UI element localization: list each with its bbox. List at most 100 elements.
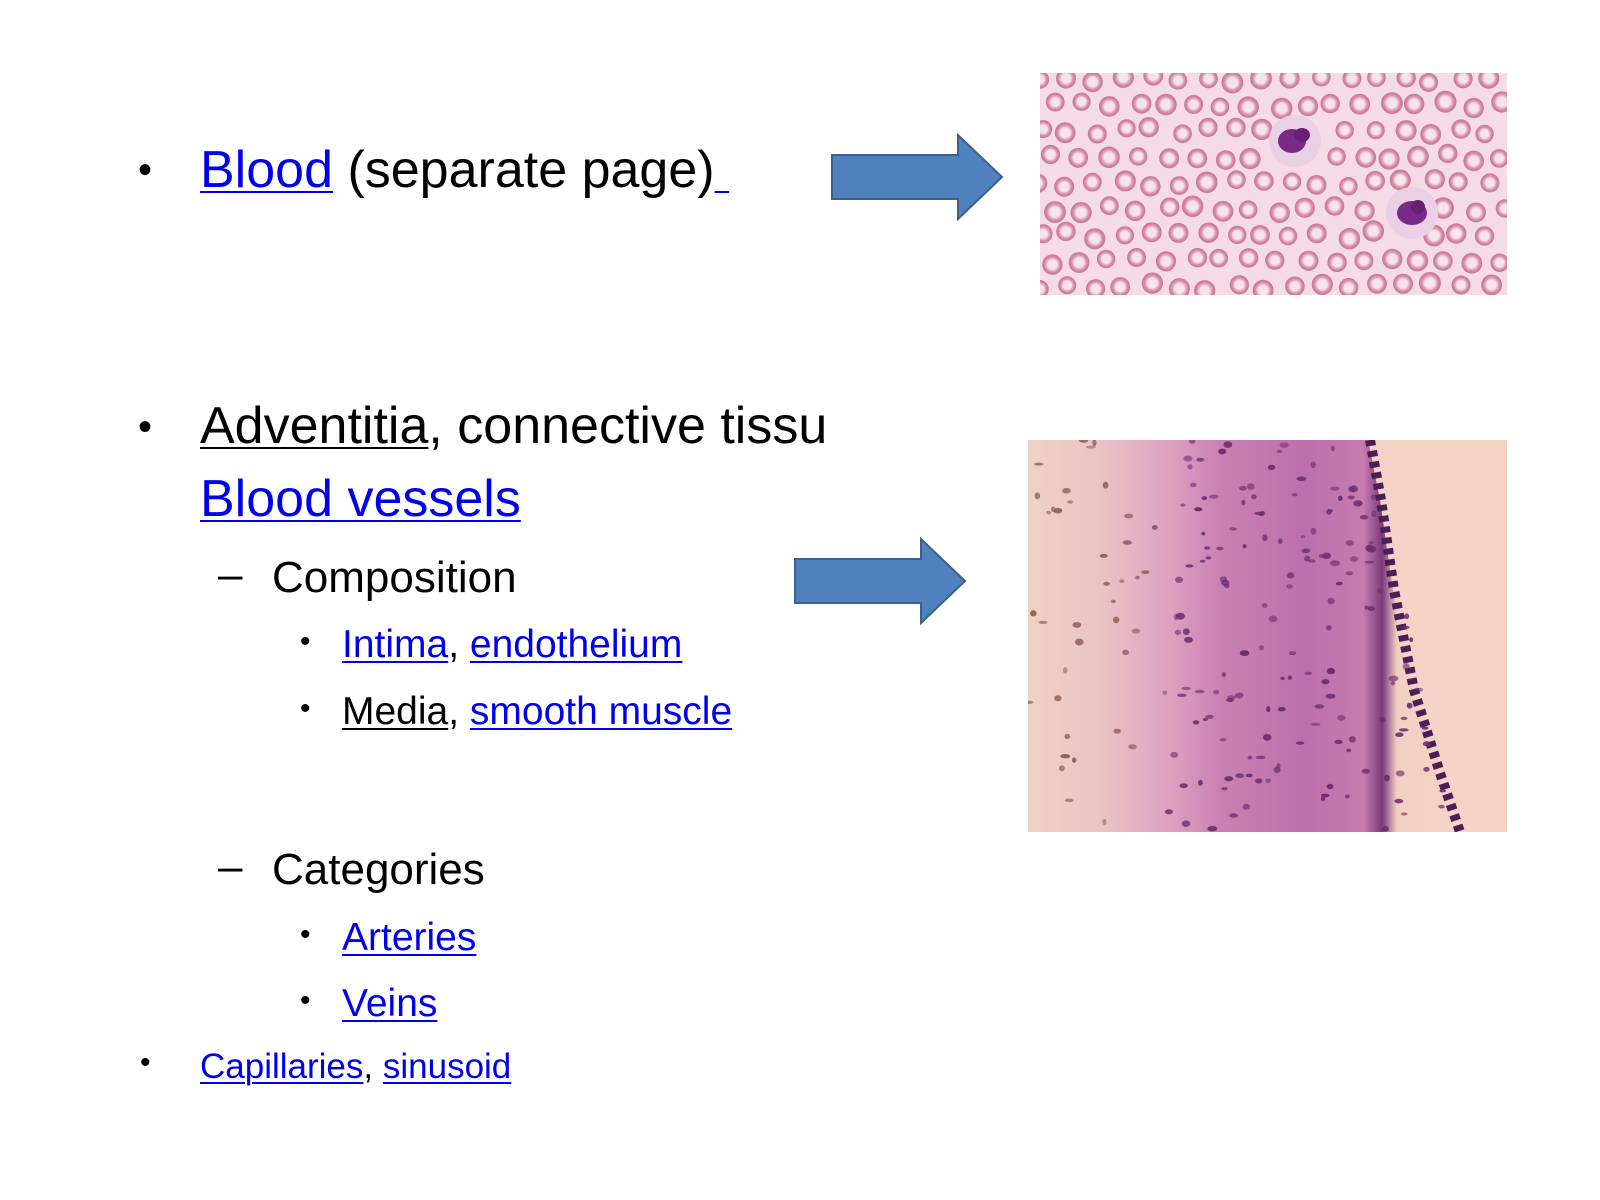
cell-nucleus xyxy=(1046,510,1051,515)
endothelium-link[interactable]: endothelium xyxy=(469,623,683,666)
red-blood-cell xyxy=(1354,251,1374,271)
cell-nucleus xyxy=(1379,716,1386,723)
cell-nucleus xyxy=(1348,736,1356,743)
red-blood-cell xyxy=(1115,226,1134,245)
cell-nucleus xyxy=(1322,552,1331,559)
adventitia-item: Adventitia, connective tissu xyxy=(200,396,827,456)
intima-item: Intima, endothelium xyxy=(342,622,682,668)
red-blood-cell xyxy=(1367,273,1387,294)
red-blood-cell xyxy=(1140,176,1161,197)
cell-nucleus xyxy=(1200,559,1206,563)
red-blood-cell xyxy=(1451,275,1471,295)
red-blood-cell xyxy=(1086,279,1106,295)
red-blood-cell xyxy=(1362,220,1384,242)
red-blood-cell xyxy=(1226,117,1246,138)
sinusoid-link[interactable]: sinusoid xyxy=(382,1047,512,1086)
red-blood-cell xyxy=(1480,173,1500,193)
cell-nucleus xyxy=(1064,798,1074,803)
red-blood-cell xyxy=(1181,195,1204,218)
cell-nucleus xyxy=(1242,803,1251,810)
bullet-icon: • xyxy=(300,625,311,658)
cell-nucleus xyxy=(1364,605,1369,610)
cell-nucleus xyxy=(1221,672,1227,677)
red-blood-cell xyxy=(1040,144,1061,165)
cell-nucleus xyxy=(1273,766,1281,773)
red-blood-cell xyxy=(1418,272,1441,294)
arteries-link[interactable]: Arteries xyxy=(342,916,477,959)
smooth-muscle-link[interactable]: smooth muscle xyxy=(469,690,733,733)
cell-nucleus xyxy=(1180,503,1186,507)
blood-link[interactable]: Blood xyxy=(200,141,333,199)
cell-nucleus xyxy=(1310,722,1321,726)
red-blood-cell xyxy=(1138,117,1159,138)
cell-nucleus xyxy=(1286,584,1293,589)
cell-nucleus xyxy=(1241,499,1246,505)
red-blood-cell xyxy=(1168,278,1190,295)
cell-nucleus xyxy=(1261,603,1268,608)
red-blood-cell xyxy=(1187,148,1208,169)
cell-nucleus xyxy=(1268,615,1278,623)
red-blood-cell xyxy=(1194,280,1216,295)
red-blood-cell xyxy=(1475,124,1494,144)
red-blood-cell xyxy=(1221,73,1244,94)
media-label: Media xyxy=(342,690,449,733)
red-blood-cell xyxy=(1448,172,1468,192)
blood-vessels-link[interactable]: Blood vessels xyxy=(200,470,521,528)
cell-nucleus xyxy=(1348,486,1356,492)
cell-nucleus xyxy=(1247,483,1255,490)
media-item: Media, smooth muscle xyxy=(342,689,732,735)
cell-nucleus xyxy=(1276,449,1283,454)
cell-nucleus xyxy=(1337,714,1346,721)
red-blood-cell xyxy=(1338,278,1359,295)
cell-nucleus xyxy=(1059,765,1065,772)
red-blood-cell xyxy=(1491,91,1507,113)
red-blood-cell xyxy=(1298,250,1319,271)
red-blood-cell xyxy=(1327,147,1346,166)
bullet-icon: • xyxy=(300,984,311,1017)
cell-nucleus xyxy=(1259,645,1265,651)
red-blood-cell xyxy=(1438,143,1458,164)
capillaries-link[interactable]: Capillaries xyxy=(200,1047,364,1086)
cell-nucleus xyxy=(1439,789,1447,793)
media-sep: , xyxy=(448,690,470,733)
bullet-icon: • xyxy=(300,692,311,725)
cell-nucleus xyxy=(1347,495,1355,500)
cell-nucleus xyxy=(1124,513,1134,519)
cell-nucleus xyxy=(1183,455,1193,462)
red-blood-cell xyxy=(1114,170,1136,192)
cell-nucleus xyxy=(1404,613,1410,620)
red-blood-cell xyxy=(1461,252,1483,274)
red-blood-cell xyxy=(1324,196,1345,216)
red-blood-cell xyxy=(1124,200,1146,221)
intima-link[interactable]: Intima xyxy=(342,623,449,666)
cell-nucleus xyxy=(1413,687,1424,692)
cell-nucleus xyxy=(1235,692,1244,699)
cell-nucleus xyxy=(1038,620,1048,624)
cell-nucleus xyxy=(1280,676,1285,681)
blood-trailing-link[interactable] xyxy=(715,141,729,199)
veins-item: Veins xyxy=(342,981,437,1027)
cell-nucleus xyxy=(1085,445,1096,449)
red-blood-cell xyxy=(1312,73,1331,87)
cell-nucleus xyxy=(1103,581,1110,586)
red-blood-cell xyxy=(1283,172,1302,191)
red-blood-cell xyxy=(1215,150,1236,170)
cell-nucleus xyxy=(1321,793,1330,798)
red-blood-cell xyxy=(1294,197,1315,218)
red-blood-cell xyxy=(1168,222,1189,243)
red-blood-cell xyxy=(1381,92,1403,114)
cell-nucleus xyxy=(1438,804,1445,809)
red-blood-cell xyxy=(1478,73,1500,89)
cell-nucleus xyxy=(1190,482,1197,488)
cell-nucleus xyxy=(1194,689,1205,694)
cell-nucleus xyxy=(1277,707,1286,712)
cell-nucleus xyxy=(1425,742,1432,746)
red-blood-cell xyxy=(1453,73,1473,89)
cell-nucleus xyxy=(1310,527,1317,535)
cell-nucleus xyxy=(1054,695,1062,702)
red-blood-cell xyxy=(1212,200,1234,222)
red-blood-cell xyxy=(1271,97,1293,120)
veins-link[interactable]: Veins xyxy=(342,982,438,1025)
cell-nucleus xyxy=(1053,507,1063,514)
red-blood-cell xyxy=(1433,251,1453,271)
